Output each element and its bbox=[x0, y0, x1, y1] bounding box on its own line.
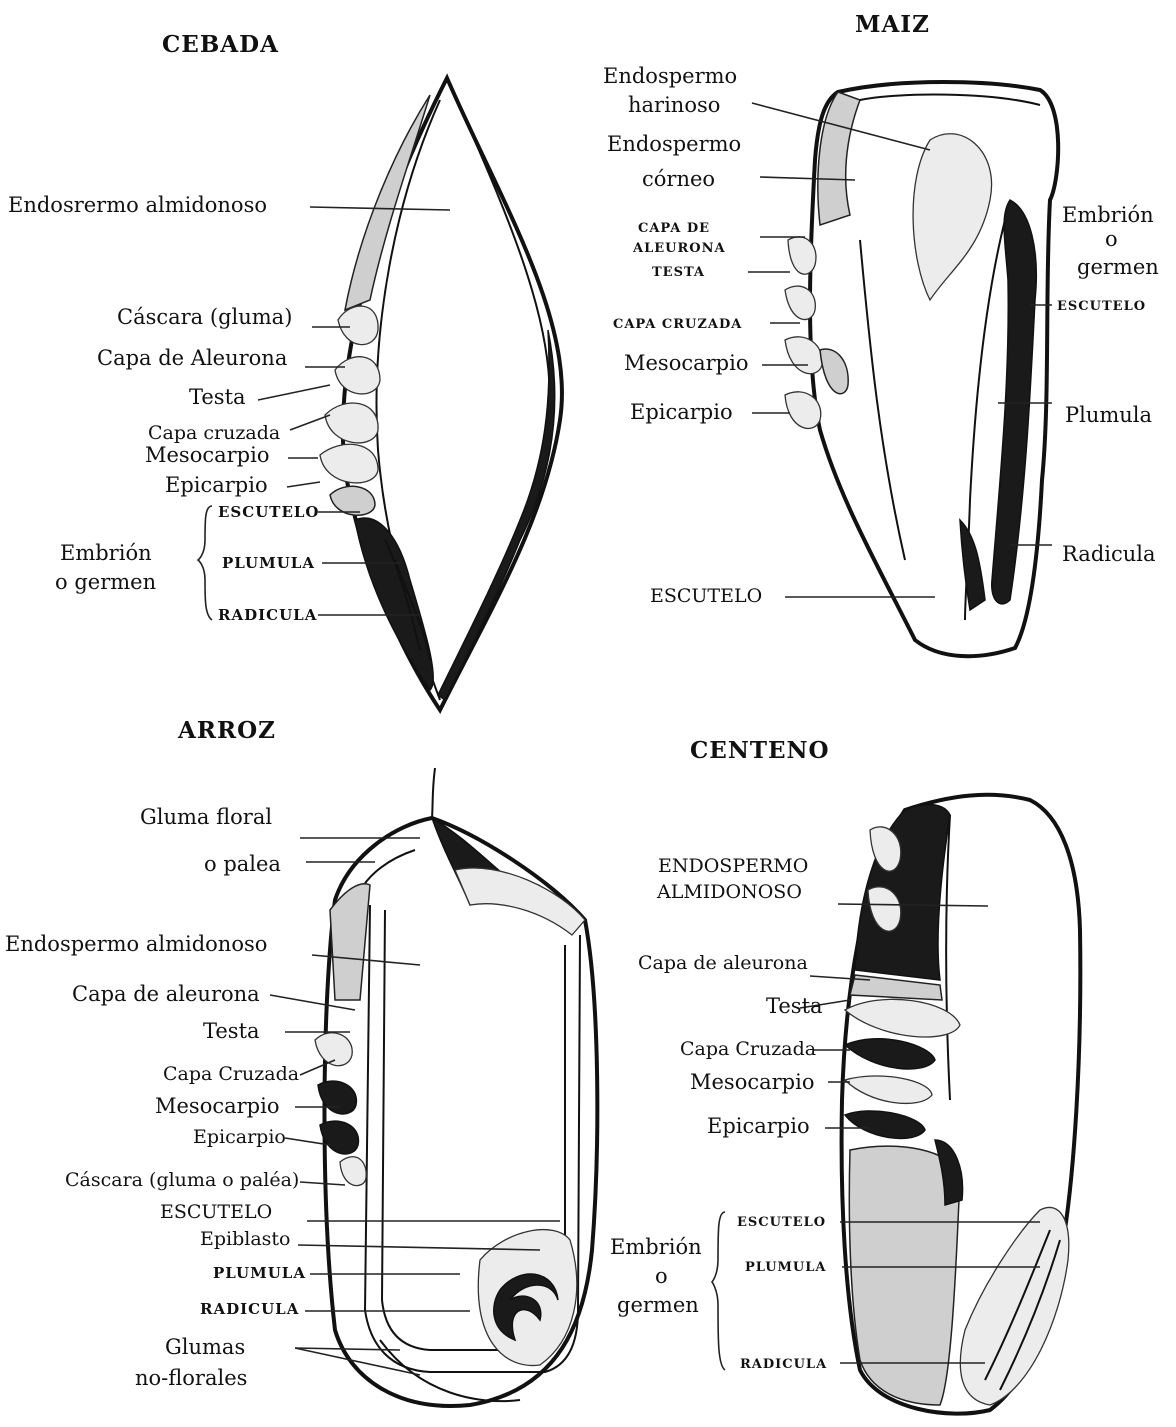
arroz-label-cruzada: Capa Cruzada bbox=[163, 1063, 299, 1085]
arroz-label-epicarpio: Epicarpio bbox=[193, 1126, 286, 1148]
cebada-label-radicula: RADICULA bbox=[218, 606, 317, 624]
arroz-label-epiblasto: Epiblasto bbox=[200, 1228, 291, 1250]
centeno-label-cruzada: Capa Cruzada bbox=[680, 1038, 816, 1060]
arroz-label-mesocarpio: Mesocarpio bbox=[155, 1094, 279, 1118]
maiz-label-escutelo-right: ESCUTELO bbox=[1057, 299, 1146, 314]
cebada-label-mesocarpio: Mesocarpio bbox=[145, 443, 269, 467]
cebada-label-embrion: Embrión bbox=[60, 541, 152, 565]
cebada-label-escutelo: ESCUTELO bbox=[218, 503, 320, 521]
maiz-label-epicarpio: Epicarpio bbox=[630, 400, 733, 424]
maiz-label-aleurona-2: ALEURONA bbox=[632, 241, 726, 256]
centeno-label-germen: germen bbox=[617, 1293, 699, 1317]
arroz-title: ARROZ bbox=[177, 717, 276, 744]
maiz-grain-drawing bbox=[785, 82, 1058, 656]
arroz-label-o-palea: o palea bbox=[204, 852, 281, 876]
cebada-label-cruzada: Capa cruzada bbox=[148, 422, 280, 444]
centeno-label-radicula: RADICULA bbox=[740, 1357, 827, 1372]
cebada-label-epicarpio: Epicarpio bbox=[165, 473, 268, 497]
cebada-label-germen: o germen bbox=[55, 570, 156, 594]
maiz-label-aleurona-1: CAPA DE bbox=[638, 221, 710, 236]
centeno-label-mesocarpio: Mesocarpio bbox=[690, 1070, 814, 1094]
centeno-label-endospermo-2: ALMIDONOSO bbox=[656, 881, 802, 903]
centeno-grain-drawing bbox=[842, 795, 1081, 1414]
centeno-label-endospermo-1: ENDOSPERMO bbox=[658, 855, 808, 877]
arroz-label-cascara: Cáscara (gluma o paléa) bbox=[65, 1169, 299, 1191]
maiz-panel: MAIZ bbox=[603, 11, 1159, 656]
cebada-label-aleurona: Capa de Aleurona bbox=[97, 346, 287, 370]
arroz-label-aleurona: Capa de aleurona bbox=[72, 982, 260, 1006]
centeno-label-aleurona: Capa de aleurona bbox=[638, 952, 808, 974]
centeno-label-plumula: PLUMULA bbox=[745, 1260, 827, 1275]
cebada-label-endospermo: Endosrermo almidonoso bbox=[8, 193, 267, 217]
maiz-label-radicula: Radicula bbox=[1062, 542, 1156, 566]
maiz-title: MAIZ bbox=[855, 11, 930, 38]
maiz-label-embrion: Embrión bbox=[1062, 203, 1154, 227]
centeno-title: CENTENO bbox=[690, 737, 830, 764]
maiz-label-plumula: Plumula bbox=[1065, 403, 1152, 427]
centeno-label-escutelo: ESCUTELO bbox=[737, 1215, 826, 1230]
arroz-label-glumas-1: Glumas bbox=[165, 1335, 245, 1359]
centeno-label-testa: Testa bbox=[766, 994, 823, 1018]
arroz-label-testa: Testa bbox=[203, 1019, 260, 1043]
centeno-label-epicarpio: Epicarpio bbox=[707, 1114, 810, 1138]
cebada-label-plumula: PLUMULA bbox=[222, 554, 315, 572]
cebada-label-cascara: Cáscara (gluma) bbox=[117, 305, 292, 329]
arroz-label-endospermo: Endospermo almidonoso bbox=[5, 932, 267, 956]
maiz-label-testa: TESTA bbox=[652, 265, 705, 280]
maiz-label-o: o bbox=[1105, 227, 1118, 251]
maiz-label-endo-harinoso-1: Endospermo bbox=[603, 64, 737, 88]
cebada-panel: CEBADA bbox=[8, 31, 562, 710]
arroz-label-radicula: RADICULA bbox=[200, 1300, 299, 1318]
maiz-label-cruzada: CAPA CRUZADA bbox=[613, 317, 742, 332]
maiz-label-endo-harinoso-2: harinoso bbox=[628, 93, 720, 117]
centeno-label-embrion: Embrión bbox=[610, 1235, 702, 1259]
maiz-label-germen: germen bbox=[1077, 255, 1159, 279]
maiz-label-mesocarpio: Mesocarpio bbox=[624, 351, 748, 375]
cebada-label-testa: Testa bbox=[189, 385, 246, 409]
centeno-panel: CENTENO bbox=[610, 737, 1080, 1414]
arroz-label-escutelo: ESCUTELO bbox=[160, 1201, 272, 1223]
maiz-label-endo-corneo-1: Endospermo bbox=[607, 132, 741, 156]
cebada-title: CEBADA bbox=[162, 31, 279, 58]
maiz-label-endo-corneo-2: córneo bbox=[642, 167, 715, 191]
centeno-label-o: o bbox=[655, 1264, 668, 1288]
arroz-label-glumas-2: no-florales bbox=[135, 1366, 247, 1390]
arroz-panel: ARROZ bbox=[5, 717, 597, 1406]
arroz-label-plumula: PLUMULA bbox=[213, 1264, 306, 1282]
maiz-label-escutelo-bottom: ESCUTELO bbox=[650, 585, 762, 607]
arroz-label-gluma-floral: Gluma floral bbox=[140, 805, 272, 829]
